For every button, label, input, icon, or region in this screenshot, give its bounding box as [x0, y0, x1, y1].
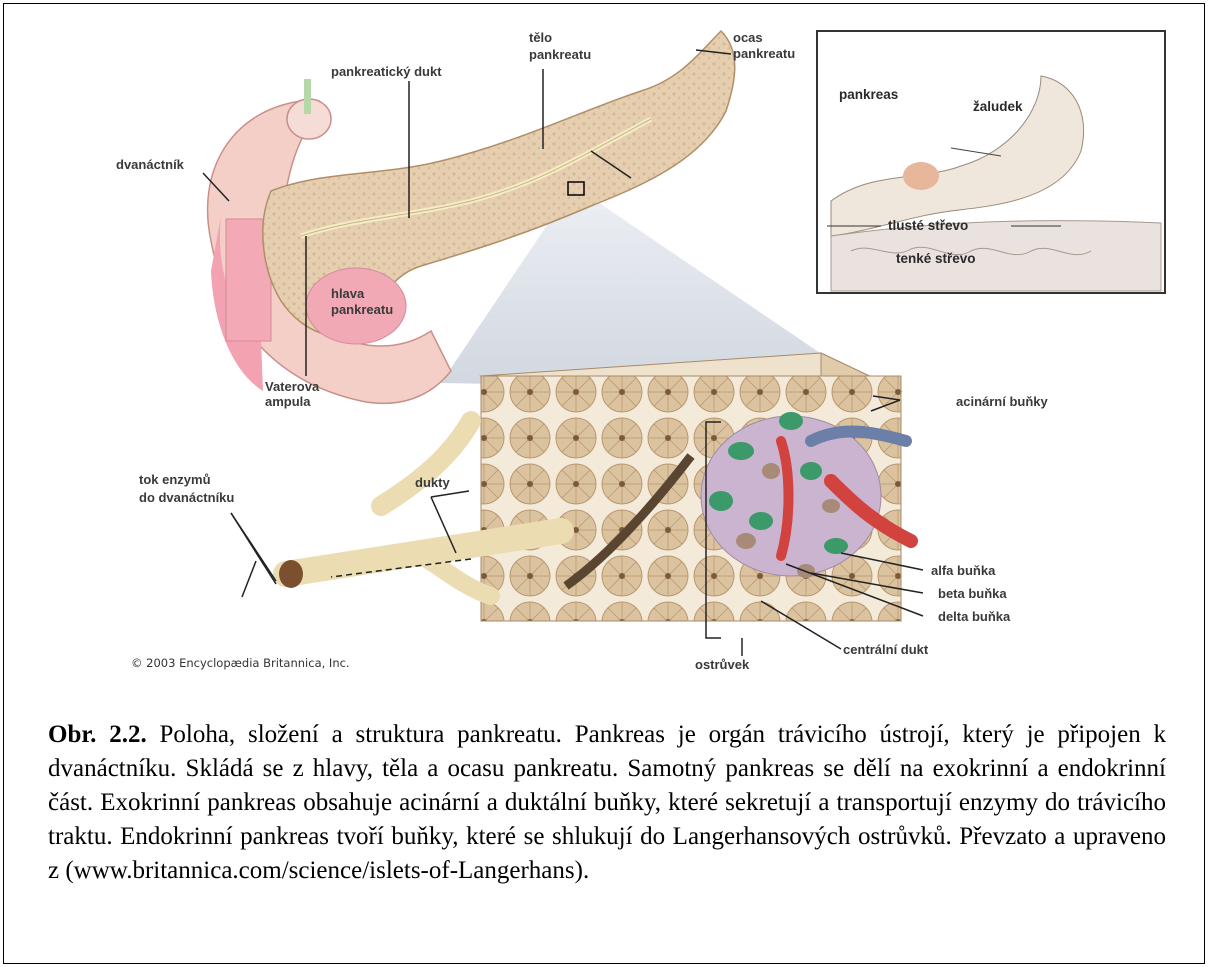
body-label-line2: pankreatu: [529, 47, 591, 62]
pancreatic-duct-label: pankreatický dukt: [331, 64, 442, 79]
vater-label-line2: ampula: [265, 394, 311, 409]
tail-label-line1: ocas: [733, 30, 763, 45]
ducts-label: dukty: [415, 475, 450, 490]
head-label-line1: hlava: [331, 286, 365, 301]
pancreas-illustration: pankreas žaludek tlusté střevo tenké stř…: [4, 4, 1206, 704]
delta-cell-label: delta buňka: [938, 609, 1011, 624]
enzyme-flow-label-line2: do dvanáctníku: [139, 490, 234, 505]
beta-cell-label: beta buňka: [938, 586, 1007, 601]
duodenum-label: dvanáctník: [116, 157, 185, 172]
caption-label: Obr. 2.2.: [48, 721, 147, 748]
enzyme-flow-label-line1: tok enzymů: [139, 472, 211, 487]
caption-text: Poloha, složení a struktura pankreatu. P…: [48, 721, 1166, 884]
inset-pancreas-label: pankreas: [839, 87, 898, 102]
body-label-line1: tělo: [529, 30, 552, 45]
tissue-block: [481, 353, 911, 621]
inset-small-intestine-label: tenké střevo: [896, 251, 976, 266]
tail-label-line2: pankreatu: [733, 46, 795, 61]
acinar-cells-label: acinární buňky: [956, 394, 1049, 409]
figure-caption: Obr. 2.2. Poloha, složení a struktura pa…: [48, 718, 1166, 888]
vater-label-line1: Vaterova: [265, 379, 320, 394]
inset-panel: pankreas žaludek tlusté střevo tenké stř…: [817, 31, 1165, 293]
inset-large-intestine-label: tlusté střevo: [888, 218, 968, 233]
inset-stomach-label: žaludek: [973, 99, 1023, 114]
head-label-line2: pankreatu: [331, 302, 393, 317]
copyright-text: © 2003 Encyclopædia Britannica, Inc.: [131, 656, 350, 670]
islet-label: ostrůvek: [695, 657, 750, 672]
central-duct-label: centrální dukt: [843, 642, 929, 657]
alpha-cell-label: alfa buňka: [931, 563, 996, 578]
figure-frame: pankreas žaludek tlusté střevo tenké stř…: [3, 3, 1205, 964]
